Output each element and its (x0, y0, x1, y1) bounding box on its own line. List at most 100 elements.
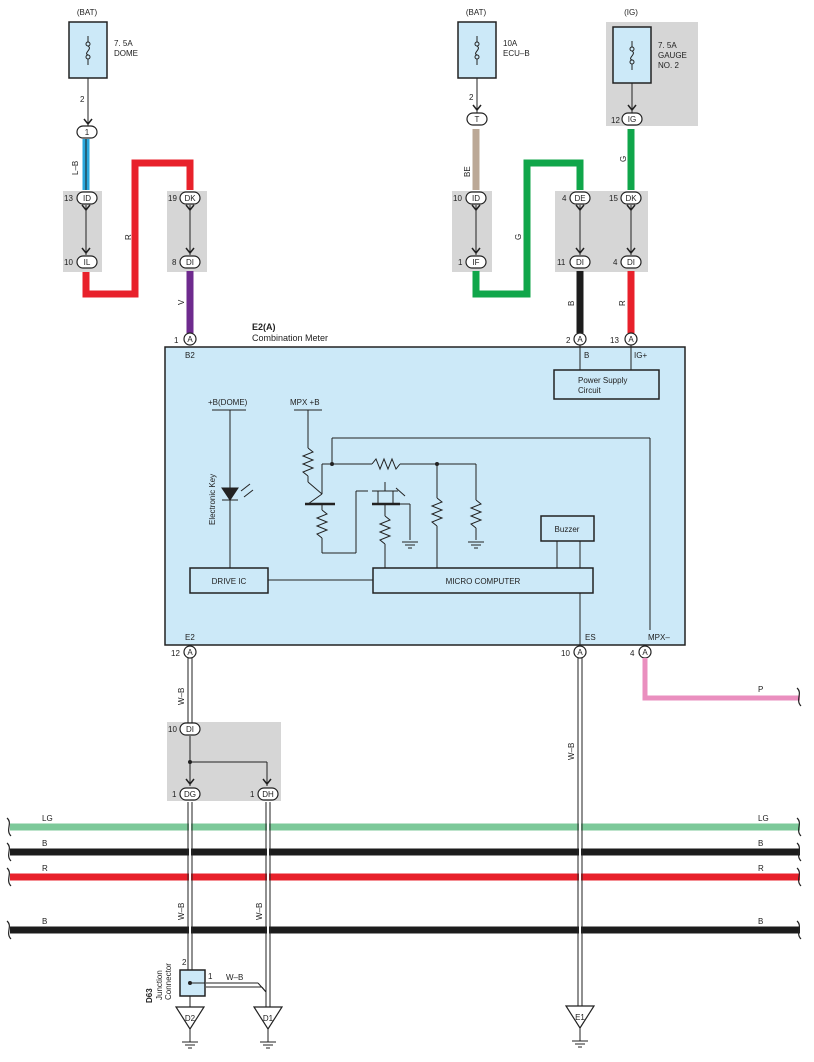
svg-text:19: 19 (168, 194, 177, 203)
svg-text:Power Supply: Power Supply (578, 376, 627, 385)
svg-text:10: 10 (561, 649, 570, 658)
svg-text:ES: ES (585, 633, 596, 642)
svg-text:R: R (618, 300, 627, 306)
svg-text:B: B (567, 301, 576, 306)
svg-text:1: 1 (458, 258, 463, 267)
svg-text:W–B: W–B (177, 903, 186, 920)
svg-text:1: 1 (85, 128, 90, 137)
svg-text:P: P (758, 685, 763, 694)
buzzer (540, 515, 595, 542)
svg-text:8: 8 (172, 258, 177, 267)
fuse-gauge: (IG) 7. 5A GAUGE NO. 2 12 (606, 8, 698, 126)
wire-r-left (82, 159, 194, 298)
svg-text:G: G (514, 234, 523, 240)
svg-text:V: V (177, 299, 186, 305)
wire-g-mid (472, 159, 584, 298)
svg-text:DI: DI (186, 725, 194, 734)
svg-text:L–B: L–B (71, 161, 80, 175)
svg-text:7. 5A: 7. 5A (658, 41, 677, 50)
svg-text:E1: E1 (575, 1013, 585, 1022)
svg-text:MPX +B: MPX +B (290, 398, 320, 407)
svg-text:4: 4 (630, 649, 635, 658)
svg-text:DI: DI (576, 258, 584, 267)
svg-text:(IG): (IG) (624, 8, 638, 17)
power-supply-circuit (553, 369, 660, 400)
svg-text:GAUGE: GAUGE (658, 51, 687, 60)
svg-text:13: 13 (64, 194, 73, 203)
svg-text:A: A (187, 648, 193, 657)
svg-text:ID: ID (83, 194, 91, 203)
svg-text:15: 15 (609, 194, 618, 203)
svg-text:W–B: W–B (255, 903, 264, 920)
svg-text:W–B: W–B (567, 743, 576, 760)
svg-text:DK: DK (184, 194, 196, 203)
svg-text:A: A (187, 335, 193, 344)
svg-text:D63: D63 (145, 988, 154, 1003)
svg-text:1: 1 (174, 336, 179, 345)
wire-p (642, 658, 800, 701)
bus-label-left: R (42, 864, 48, 873)
svg-text:DG: DG (184, 790, 196, 799)
svg-text:2: 2 (566, 336, 571, 345)
svg-text:11: 11 (557, 258, 566, 267)
svg-text:DI: DI (186, 258, 194, 267)
svg-text:NO. 2: NO. 2 (658, 61, 679, 70)
bus-label-left: LG (42, 814, 53, 823)
svg-text:2: 2 (182, 958, 187, 967)
micro-computer (372, 567, 594, 594)
svg-text:Buzzer: Buzzer (555, 525, 580, 534)
svg-text:IG: IG (628, 115, 636, 124)
svg-text:W–B: W–B (226, 973, 243, 982)
svg-text:MPX–: MPX– (648, 633, 670, 642)
svg-text:DH: DH (262, 790, 274, 799)
svg-text:10: 10 (64, 258, 73, 267)
svg-text:DOME: DOME (114, 49, 138, 58)
svg-text:E2(A): E2(A) (252, 322, 276, 332)
bus-label-right: B (758, 917, 763, 926)
wire-wb (187, 658, 583, 1007)
svg-text:1: 1 (172, 790, 177, 799)
connector-ovals-top (76, 112, 643, 269)
svg-text:D2: D2 (185, 1014, 196, 1023)
bus-label-right: LG (758, 814, 769, 823)
svg-text:+B(DOME): +B(DOME) (208, 398, 248, 407)
svg-text:A: A (642, 648, 648, 657)
svg-text:DI: DI (627, 258, 635, 267)
bus-label-left: B (42, 917, 47, 926)
svg-text:2: 2 (80, 95, 85, 104)
svg-text:B2: B2 (185, 351, 195, 360)
svg-text:W–B: W–B (177, 688, 186, 705)
svg-text:1: 1 (250, 790, 255, 799)
svg-text:Circuit: Circuit (578, 386, 601, 395)
svg-text:Electronic Key: Electronic Key (208, 474, 217, 525)
svg-text:R: R (124, 234, 133, 240)
svg-text:G: G (619, 156, 628, 162)
bus-label-right: B (758, 839, 763, 848)
svg-text:T: T (475, 115, 480, 124)
svg-text:A: A (628, 335, 634, 344)
bus-label-right: R (758, 864, 764, 873)
svg-text:ECU–B: ECU–B (503, 49, 530, 58)
svg-text:Junction: Junction (155, 970, 164, 1000)
svg-text:Combination Meter: Combination Meter (252, 333, 328, 343)
svg-text:10A: 10A (503, 39, 518, 48)
svg-text:DK: DK (625, 194, 637, 203)
svg-text:A: A (577, 335, 583, 344)
svg-text:BE: BE (463, 166, 472, 177)
svg-text:MICRO COMPUTER: MICRO COMPUTER (446, 577, 521, 586)
svg-text:IG+: IG+ (634, 351, 647, 360)
svg-text:IF: IF (472, 258, 479, 267)
fuse-dome: (BAT) 7. 5A DOME 2 (68, 8, 138, 104)
svg-text:(BAT): (BAT) (77, 8, 98, 17)
ground-d2: D2 (174, 1006, 206, 1049)
svg-text:2: 2 (469, 93, 474, 102)
svg-text:ID: ID (472, 194, 480, 203)
svg-text:Connector: Connector (164, 963, 173, 1000)
svg-text:7. 5A: 7. 5A (114, 39, 133, 48)
svg-text:13: 13 (610, 336, 619, 345)
svg-text:A: A (577, 648, 583, 657)
svg-text:10: 10 (453, 194, 462, 203)
